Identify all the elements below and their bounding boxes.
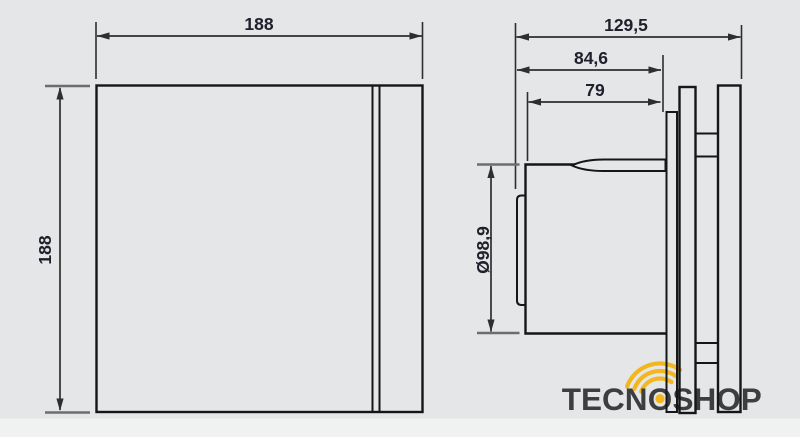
- dimension-label: 79: [585, 80, 605, 100]
- arrowhead-left-icon: [528, 98, 541, 106]
- arrowhead-right-icon: [648, 66, 661, 74]
- dimension-label: 129,5: [604, 15, 648, 35]
- arrowhead-left-icon: [517, 66, 530, 74]
- arrowhead-down-icon: [56, 398, 64, 411]
- arrowhead-up-icon: [487, 165, 495, 178]
- dimension-body-depth: 84,6: [517, 48, 664, 112]
- footer-strip: [0, 418, 800, 437]
- grille-clip: [516, 194, 526, 306]
- arrowhead-left-icon: [516, 33, 529, 41]
- dimension-label: 188: [244, 14, 273, 34]
- arrowhead-down-icon: [487, 319, 495, 332]
- dimension-total-depth: 129,5: [514, 15, 743, 189]
- side-view: [516, 84, 742, 415]
- logo-o-dot: [655, 394, 665, 404]
- dimension-front-height: 188: [35, 84, 90, 414]
- arrowhead-right-icon: [728, 33, 741, 41]
- tecnoshop-logo: TECN O SHOP: [562, 361, 762, 417]
- dimension-label: 84,6: [574, 48, 608, 68]
- fan-blade-profile: [569, 158, 667, 172]
- dimension-front-width: 188: [95, 14, 424, 79]
- front-panel-outline: [95, 84, 424, 414]
- duct-outline: [524, 163, 666, 335]
- front-view: [95, 84, 424, 414]
- arrowhead-right-icon: [648, 98, 661, 106]
- arrowhead-right-icon: [409, 32, 422, 40]
- mounting-plate: [665, 111, 678, 413]
- arrowhead-up-icon: [56, 87, 64, 100]
- logo-text-prefix: TECN: [562, 381, 648, 417]
- wifi-signal-icon: [625, 361, 683, 394]
- dimension-label: 188: [35, 235, 55, 264]
- dimension-duct-diameter: Ø98,9: [473, 163, 520, 335]
- arrowhead-left-icon: [97, 32, 110, 40]
- dimension-duct-length: 79: [526, 80, 661, 161]
- fan-body-plate: [678, 85, 697, 415]
- front-cover-plate: [716, 84, 742, 414]
- dimension-label: Ø98,9: [473, 226, 493, 274]
